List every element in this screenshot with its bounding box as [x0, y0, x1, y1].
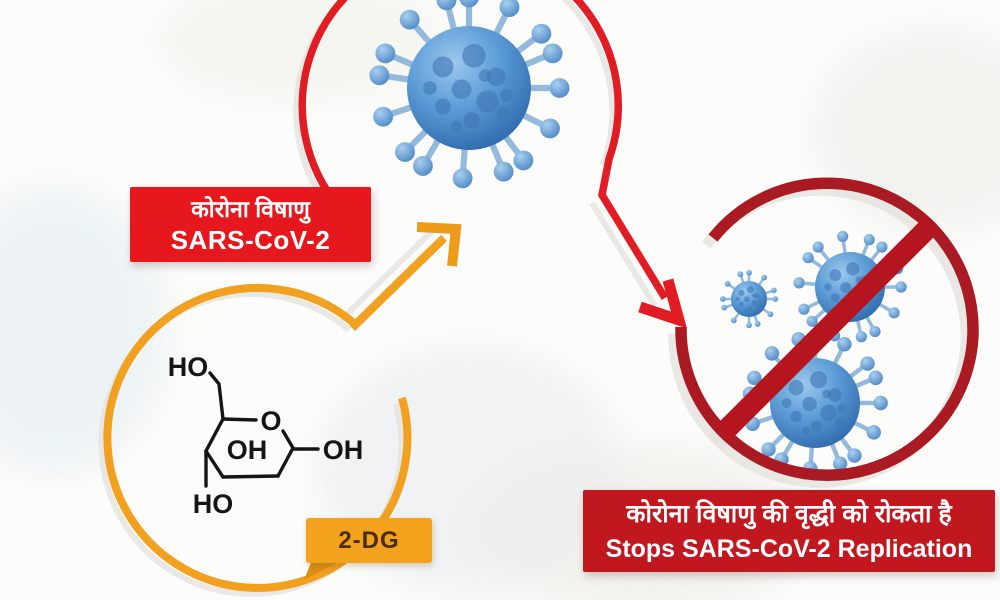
atom-oh-inner: OH — [227, 435, 268, 465]
molecule-structure: HO O OH OH HO — [168, 352, 364, 519]
coronavirus-icon — [793, 230, 907, 343]
dg-tag-tail — [304, 560, 342, 580]
atom-oh-right: OH — [323, 435, 364, 465]
coronavirus-icon — [719, 269, 779, 329]
corona-label-english: SARS-CoV-2 — [170, 224, 331, 255]
dg-tag: 2-DG — [306, 518, 432, 563]
result-label-box: कोरोना विषाणु की वृद्धी को रोकता है Stop… — [583, 490, 995, 572]
result-label-english: Stops SARS-CoV-2 Replication — [605, 535, 973, 563]
corona-label-box: कोरोना विषाणु SARS-CoV-2 — [130, 187, 371, 262]
prohibition-bar — [714, 216, 940, 442]
atom-ho-top: HO — [168, 352, 209, 382]
atom-ho-bottom: HO — [193, 489, 234, 519]
result-label-hindi: कोरोना विषाणु की वृद्धी को रोकता है — [626, 500, 952, 528]
corona-label-hindi: कोरोना विषाणु — [191, 195, 310, 222]
atom-ring-oxygen: O — [260, 406, 281, 436]
no-entry-symbol — [675, 177, 979, 481]
coronavirus-icon — [369, 0, 570, 189]
red-arrow — [638, 278, 688, 329]
coronavirus-icon — [369, 0, 570, 189]
sars-virus-circle — [298, 0, 669, 300]
orange-arrow — [349, 222, 462, 332]
